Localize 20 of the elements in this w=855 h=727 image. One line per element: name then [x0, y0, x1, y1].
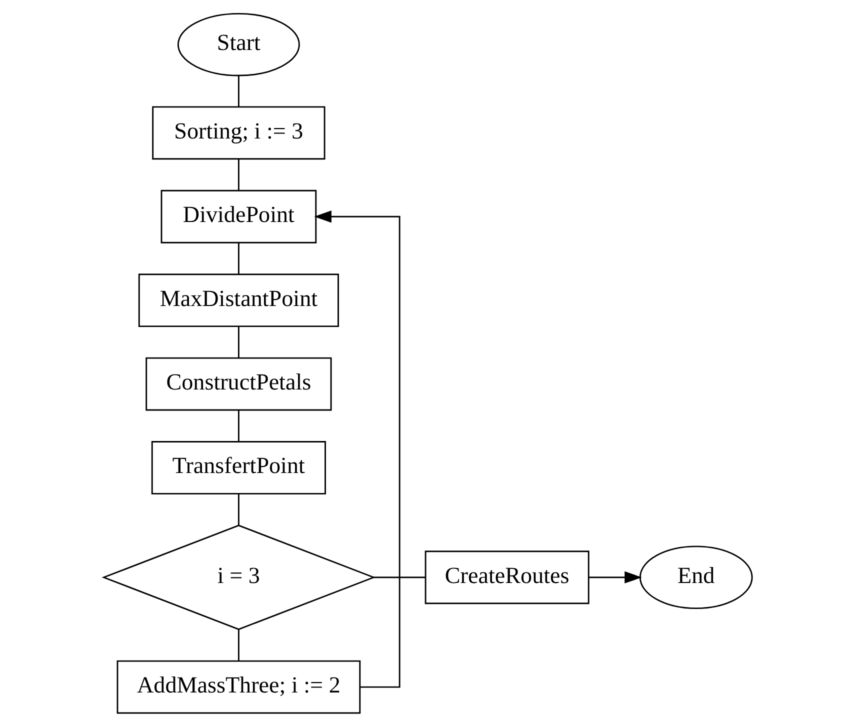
connector [237, 326, 239, 358]
connector [237, 494, 239, 526]
node-box: MaxDistantPoint [138, 274, 338, 328]
node-ellipse: End [638, 546, 752, 610]
node-box: Sorting; i := 3 [152, 106, 325, 160]
connector [237, 410, 239, 442]
connector [237, 242, 239, 274]
node-box: DividePoint [160, 190, 316, 244]
arrow [314, 210, 400, 688]
node-ellipse: Start [176, 12, 300, 76]
node-box: TransfertPoint [150, 441, 326, 494]
node-box: AddMassThree; i := 2 [116, 660, 360, 714]
connector [237, 76, 239, 107]
connector [237, 158, 239, 190]
node-diamond: i = 3 [101, 524, 376, 630]
node-box: CreateRoutes [424, 550, 589, 604]
connector [373, 576, 425, 578]
connector [237, 630, 239, 661]
node-box: ConstructPetals [145, 357, 332, 411]
arrow [588, 571, 642, 584]
